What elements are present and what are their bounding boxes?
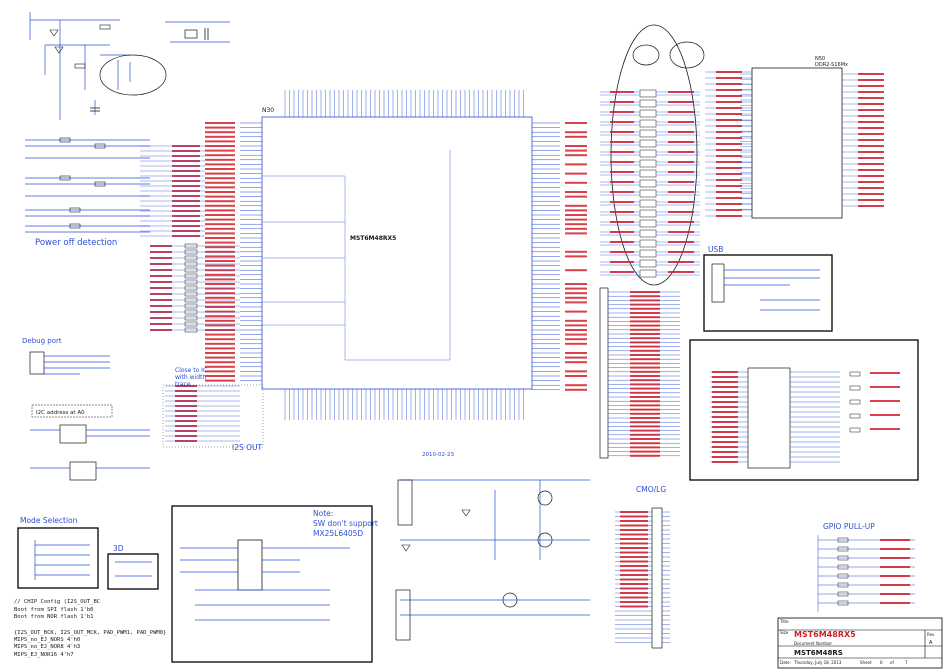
date-label: Date: bbox=[780, 660, 791, 665]
sheet-label: Sheet bbox=[860, 660, 872, 665]
rev-value: A bbox=[929, 640, 933, 646]
gpio-header bbox=[600, 288, 680, 458]
chip-config-line: Boot from SPI flash 1'b0 bbox=[14, 607, 93, 613]
mode-selection: Mode Selection bbox=[18, 516, 98, 588]
debug-port: Debug port bbox=[22, 337, 110, 374]
chip-config-line: MIPS_no_EJ_NOR8 4'h3 bbox=[14, 644, 80, 650]
crystal-circuit bbox=[165, 22, 230, 42]
panel-connector bbox=[690, 340, 918, 480]
chip-config-line: {I2S_OUT_BCK, I2S_OUT_MCK, PAD_PWM1, PAD… bbox=[14, 630, 166, 636]
close-to-ic-note: Close to IC with width trace bbox=[175, 367, 209, 388]
size-label: Size bbox=[780, 630, 789, 635]
note-title: Note: bbox=[313, 509, 333, 518]
usb-label: USB bbox=[708, 245, 723, 254]
svg-text:// CHIP Config (I2S_OUT_BC: // CHIP Config (I2S_OUT_BC Boot from SPI… bbox=[14, 599, 170, 658]
title-label: Title bbox=[779, 619, 789, 624]
sheet-number: 6 bbox=[880, 660, 883, 665]
power-input-circuit bbox=[30, 12, 166, 120]
rev-label: Rev bbox=[927, 632, 935, 637]
date-value: Thursday, July 18, 2013 bbox=[793, 660, 842, 665]
doc-value: MST6M48RS bbox=[794, 649, 843, 657]
eeprom-circuit: I2C address at A0 bbox=[30, 405, 150, 480]
chip-config-line: MIPS_no_EJ_NORS 4'h0 bbox=[14, 637, 80, 643]
main-ic-right-pins bbox=[532, 122, 587, 391]
close-note-line1: Close to IC bbox=[175, 367, 207, 374]
gpio-pullup: GPIO PULL-UP bbox=[818, 522, 915, 612]
main-ic-name: MST6M48RX5 bbox=[350, 235, 396, 242]
title-value: MST6M48RX5 bbox=[794, 630, 856, 639]
cmo-lg-label: CMO/LG bbox=[636, 485, 666, 494]
of-label: of bbox=[890, 660, 894, 665]
mode-3d-label: 3D bbox=[113, 544, 124, 553]
chip-config-text: // CHIP Config (I2S_OUT_BC Boot from SPI… bbox=[14, 599, 170, 658]
chip-config-line: // CHIP Config (I2S_OUT_BC bbox=[14, 599, 100, 605]
debug-port-label: Debug port bbox=[22, 337, 62, 345]
close-note-line2: with width bbox=[175, 374, 206, 381]
main-ic: N30 MST6M48RX5 bbox=[205, 90, 587, 420]
close-note-line3: trace bbox=[175, 381, 191, 388]
usb-section: USB bbox=[704, 245, 832, 331]
memory-ic-name: DDR2-S16Mx bbox=[815, 62, 848, 68]
backlight-circuit bbox=[396, 480, 590, 640]
title-block: Title MST6M48RX5 Size Document Number MS… bbox=[778, 618, 942, 668]
main-ic-ref: N30 bbox=[262, 107, 274, 114]
chip-config-line: Boot from NOR flash 1'b1 bbox=[14, 614, 93, 620]
main-ic-top-pins bbox=[285, 90, 524, 117]
sheet-total: 7 bbox=[905, 660, 908, 665]
doc-label: Document Number bbox=[794, 641, 832, 646]
ddr-resistor-network bbox=[600, 25, 752, 285]
i2s-out-label: I2S OUT bbox=[232, 443, 263, 452]
mode-selection-label: Mode Selection bbox=[20, 516, 78, 525]
power-off-label: Power off detection bbox=[35, 238, 117, 248]
gpio-pullup-label: GPIO PULL-UP bbox=[823, 522, 875, 531]
svg-text:Close to IC with width: Close to IC with width trace bbox=[175, 367, 209, 388]
note-line1: SW don't support bbox=[313, 519, 378, 528]
mode-3d: 3D bbox=[108, 544, 158, 589]
memory-ic: N50 DDR2-S16Mx bbox=[740, 56, 884, 218]
date-note: 2010-02-23 bbox=[422, 452, 454, 458]
note-line2: MX25L6405D bbox=[313, 529, 363, 538]
cmo-lg-connector: CMO/LG bbox=[615, 485, 670, 648]
i2c-address-note: I2C address at A0 bbox=[36, 410, 85, 416]
power-off-circuit: Power off detection bbox=[25, 138, 150, 248]
main-ic-bottom-pins bbox=[285, 389, 524, 420]
spi-flash-box: Note: SW don't support MX25L6405D bbox=[172, 506, 378, 662]
chip-config-line: MIPS_EJ_NOR16 4'h7 bbox=[14, 652, 74, 658]
